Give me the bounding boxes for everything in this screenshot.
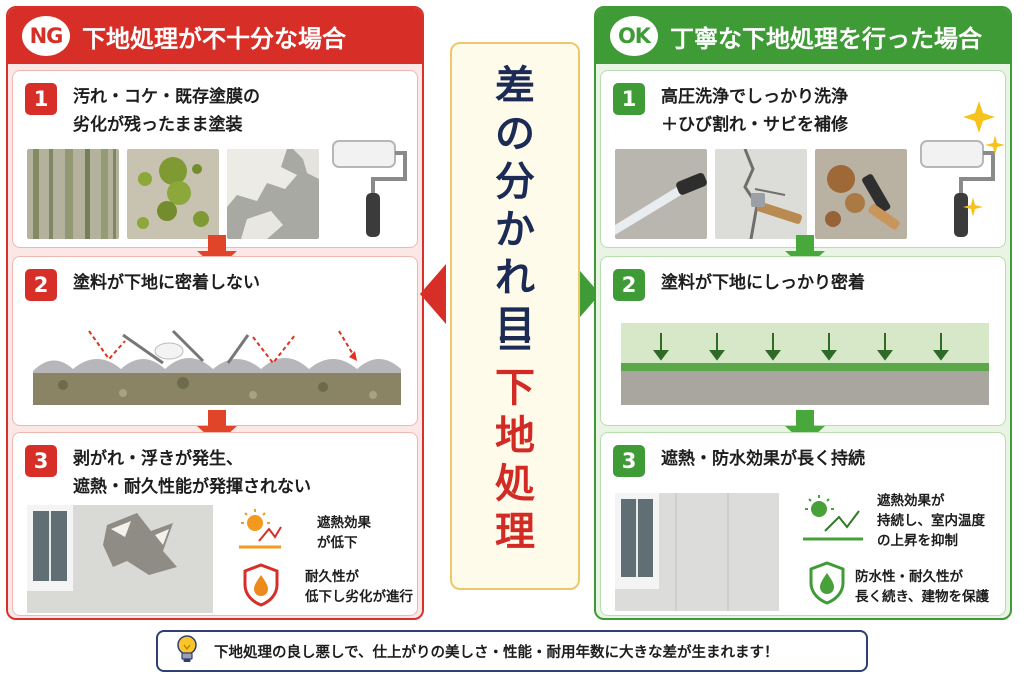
ok-step-1-number: 1: [613, 83, 645, 115]
center-char: の: [495, 111, 535, 157]
ok-step-2-number: 2: [613, 269, 645, 301]
paint-roller-icon: [919, 135, 999, 241]
ok-step-2-text: 塗料が下地にしっかり密着: [661, 269, 997, 297]
ok-step-3-text: 遮熱・防水効果が長く持続: [661, 445, 997, 473]
ok-effect-1-line-1: 遮熱効果が: [877, 493, 945, 509]
center-char: 下: [495, 365, 535, 411]
ok-step-1-text: 高圧洗浄でしっかり洗浄 ＋ひび割れ・サビを補修: [661, 83, 997, 139]
ok-step-3-panel: 3 遮熱・防水効果が長く持続: [600, 432, 1006, 616]
footer-note: 下地処理の良し悪しで、仕上がりの美しさ・性能・耐用年数に大きな差が生まれます！: [156, 630, 868, 672]
ok-title: 丁寧な下地処理を行った場合: [670, 24, 982, 53]
center-char: 理: [495, 509, 535, 555]
ng-header: NG 下地処理が不十分な場合: [8, 8, 422, 64]
ng-step-3-line-2: 遮熱・耐久性能が発揮されない: [73, 477, 311, 497]
poor-adhesion-diagram: [33, 323, 401, 409]
center-char: 分: [495, 159, 535, 205]
moss-growth-photo: [127, 149, 219, 239]
ok-effect-2-line-2: 長く続き、建物を保護: [855, 589, 990, 605]
peeling-paint-photo: [227, 149, 319, 239]
center-char: 差: [495, 63, 535, 109]
ok-step-3-number: 3: [613, 445, 645, 477]
paint-roller-icon: [331, 135, 411, 241]
center-char: 目: [495, 303, 535, 349]
ok-effect-2-text: 防水性・耐久性が 長く続き、建物を保護: [855, 567, 989, 607]
center-equals: ＝: [495, 322, 535, 368]
ng-column: NG 下地処理が不十分な場合 1 汚れ・コケ・既存塗膜の 劣化が残ったまま塗装: [6, 6, 424, 620]
center-char: れ: [495, 255, 535, 301]
ng-step-2-panel: 2 塗料が下地に密着しない: [12, 256, 418, 426]
crack-repair-photo: [715, 149, 807, 239]
ok-effect-1-text: 遮熱効果が 持続し、室内温度 の上昇を抑制: [877, 491, 985, 551]
ng-effect-2-line-1: 耐久性が: [305, 569, 359, 585]
ng-effect-2-text: 耐久性が 低下し劣化が進行: [305, 567, 413, 607]
shield-drop-icon: [807, 561, 847, 609]
shield-drop-icon: [241, 563, 281, 611]
mossy-wall-photo: [27, 149, 119, 239]
ok-step-1-line-2: ＋ひび割れ・サビを補修: [661, 115, 848, 135]
ng-step-3-line-1: 剥がれ・浮きが発生、: [73, 449, 243, 469]
ok-effect-1-line-2: 持続し、室内温度: [877, 513, 985, 529]
ng-step-2-number: 2: [25, 269, 57, 301]
ng-step-1-number: 1: [25, 83, 57, 115]
center-char: 処: [495, 461, 535, 507]
sun-reflect-icon: [801, 493, 865, 549]
footer-text: 下地処理の良し悪しで、仕上がりの美しさ・性能・耐用年数に大きな差が生まれます！: [214, 644, 779, 661]
ng-effect-1-text: 遮熱効果 が低下: [317, 513, 371, 553]
ok-badge: OK: [610, 16, 658, 56]
good-adhesion-diagram: [621, 323, 989, 409]
ng-effect-2-line-2: 低下し劣化が進行: [305, 589, 413, 605]
ng-effect-1-line-1: 遮熱効果: [317, 515, 371, 531]
ok-effect-2-line-1: 防水性・耐久性が: [855, 569, 963, 585]
sparkle-icon: [961, 101, 1005, 225]
ng-step-1-line-1: 汚れ・コケ・既存塗膜の: [73, 87, 260, 107]
ng-step-2-text: 塗料が下地に密着しない: [73, 269, 409, 297]
pressure-washing-photo: [615, 149, 707, 239]
center-message: 差 の 分 か れ 目 ＝ 下 地 処 理: [450, 42, 580, 590]
ng-effect-1-line-2: が低下: [317, 535, 358, 551]
ok-column: OK 丁寧な下地処理を行った場合 1 高圧洗浄でしっかり洗浄 ＋ひび割れ・サビを…: [594, 6, 1012, 620]
arrow-left-icon: [420, 264, 446, 324]
ok-effect-1-line-3: の上昇を抑制: [877, 533, 958, 549]
ng-step-1-text: 汚れ・コケ・既存塗膜の 劣化が残ったまま塗装: [73, 83, 409, 139]
ng-step-3-panel: 3 剥がれ・浮きが発生、 遮熱・耐久性能が発揮されない: [12, 432, 418, 616]
ok-step-1-panel: 1 高圧洗浄でしっかり洗浄 ＋ひび割れ・サビを補修: [600, 70, 1006, 248]
clean-wall-photo: [615, 493, 779, 615]
ok-step-1-line-1: 高圧洗浄でしっかり洗浄: [661, 87, 848, 107]
sun-reflect-icon: [237, 507, 283, 557]
ng-step-2-line-1: 塗料が下地に密着しない: [73, 273, 260, 293]
rust-repair-photo: [815, 149, 907, 239]
ok-header: OK 丁寧な下地処理を行った場合: [596, 8, 1010, 64]
ok-step-3-line-1: 遮熱・防水効果が長く持続: [661, 449, 865, 469]
center-char: か: [495, 207, 535, 253]
ng-step-1-line-2: 劣化が残ったまま塗装: [73, 115, 243, 135]
ok-step-2-line-1: 塗料が下地にしっかり密着: [661, 273, 865, 293]
ok-step-2-panel: 2 塗料が下地にしっかり密着: [600, 256, 1006, 426]
center-bottom-text: 下 地 処 理: [452, 364, 578, 556]
ng-step-1-panel: 1 汚れ・コケ・既存塗膜の 劣化が残ったまま塗装: [12, 70, 418, 248]
center-char: 地: [495, 413, 535, 459]
peeling-wall-photo: [27, 505, 213, 617]
center-top-text: 差 の 分 か れ 目: [452, 62, 578, 350]
lightbulb-icon: [174, 634, 200, 668]
ng-badge: NG: [22, 16, 70, 56]
ng-title: 下地処理が不十分な場合: [82, 24, 346, 53]
ng-step-3-text: 剥がれ・浮きが発生、 遮熱・耐久性能が発揮されない: [73, 445, 409, 501]
ng-step-3-number: 3: [25, 445, 57, 477]
